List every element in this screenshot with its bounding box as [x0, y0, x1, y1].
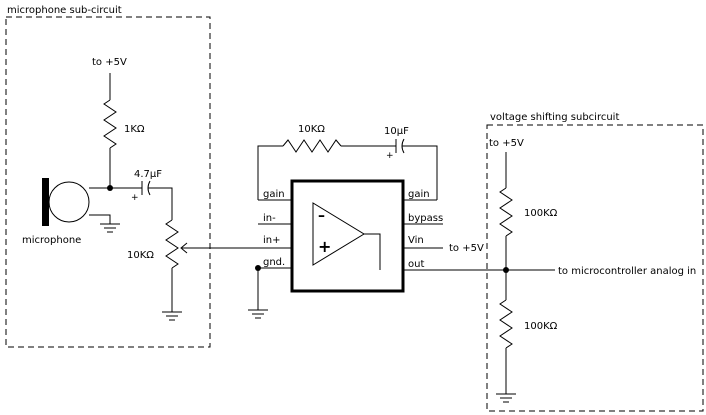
voltage-shifting-subcircuit: voltage shifting subcircuit to +5V 100KΩ… [486, 112, 704, 412]
pin-out: out [408, 259, 424, 270]
output-label: to microcontroller analog in [558, 266, 696, 277]
capacitor-4-7uf-label: 4.7µF [134, 169, 162, 180]
pin-gnd: gnd. [263, 257, 285, 268]
pin-vin: Vin [408, 235, 424, 246]
microphone-subcircuit-title: microphone sub-circuit [7, 5, 122, 16]
shift-supply-label: to +5V [489, 138, 524, 149]
amplifier-chip [290, 179, 405, 293]
pin-gain-left: gain [263, 189, 285, 200]
potentiometer [165, 219, 179, 269]
voltage-shifting-border [486, 124, 704, 412]
op-amp-icon [312, 202, 365, 266]
op-amp-minus: – [318, 208, 325, 224]
resistor-1k [103, 99, 117, 149]
microphone-label: microphone [22, 235, 81, 246]
resistor-1k-label: 1KΩ [124, 124, 145, 135]
resistor-100k-bottom-label: 100KΩ [524, 321, 558, 332]
vin-supply-label: to +5V [449, 243, 484, 254]
microphone-subcircuit: microphone sub-circuit to +5V 1KΩ microp… [5, 5, 211, 348]
feedback-capacitor-label: 10µF [384, 126, 409, 137]
microphone-icon [42, 178, 49, 226]
wiper-arrow-icon [180, 242, 188, 254]
potentiometer-label: 10KΩ [127, 250, 154, 261]
feedback-resistor-label: 10KΩ [298, 124, 325, 135]
resistor-100k-top-label: 100KΩ [524, 208, 558, 219]
mic-supply-label: to +5V [92, 57, 127, 68]
resistor-100k-top [499, 187, 513, 237]
feedback-resistor [282, 139, 342, 153]
amplifier: 10KΩ 10µF + gain in- in+ gnd. gain bypas… [248, 124, 555, 319]
junction-node [255, 265, 261, 271]
microphone-subcircuit-border [5, 16, 211, 348]
pin-in-plus: in+ [263, 235, 281, 246]
pin-in-minus: in- [263, 213, 276, 224]
capacitor-plus-mark: + [386, 151, 394, 161]
resistor-100k-bottom [499, 299, 513, 349]
pin-gain-right: gain [408, 189, 430, 200]
capacitor-plus-mark: + [131, 193, 139, 203]
pin-bypass: bypass [408, 213, 443, 224]
op-amp-plus: + [318, 237, 331, 256]
junction-node [503, 267, 509, 273]
voltage-shifting-title: voltage shifting subcircuit [490, 112, 619, 123]
